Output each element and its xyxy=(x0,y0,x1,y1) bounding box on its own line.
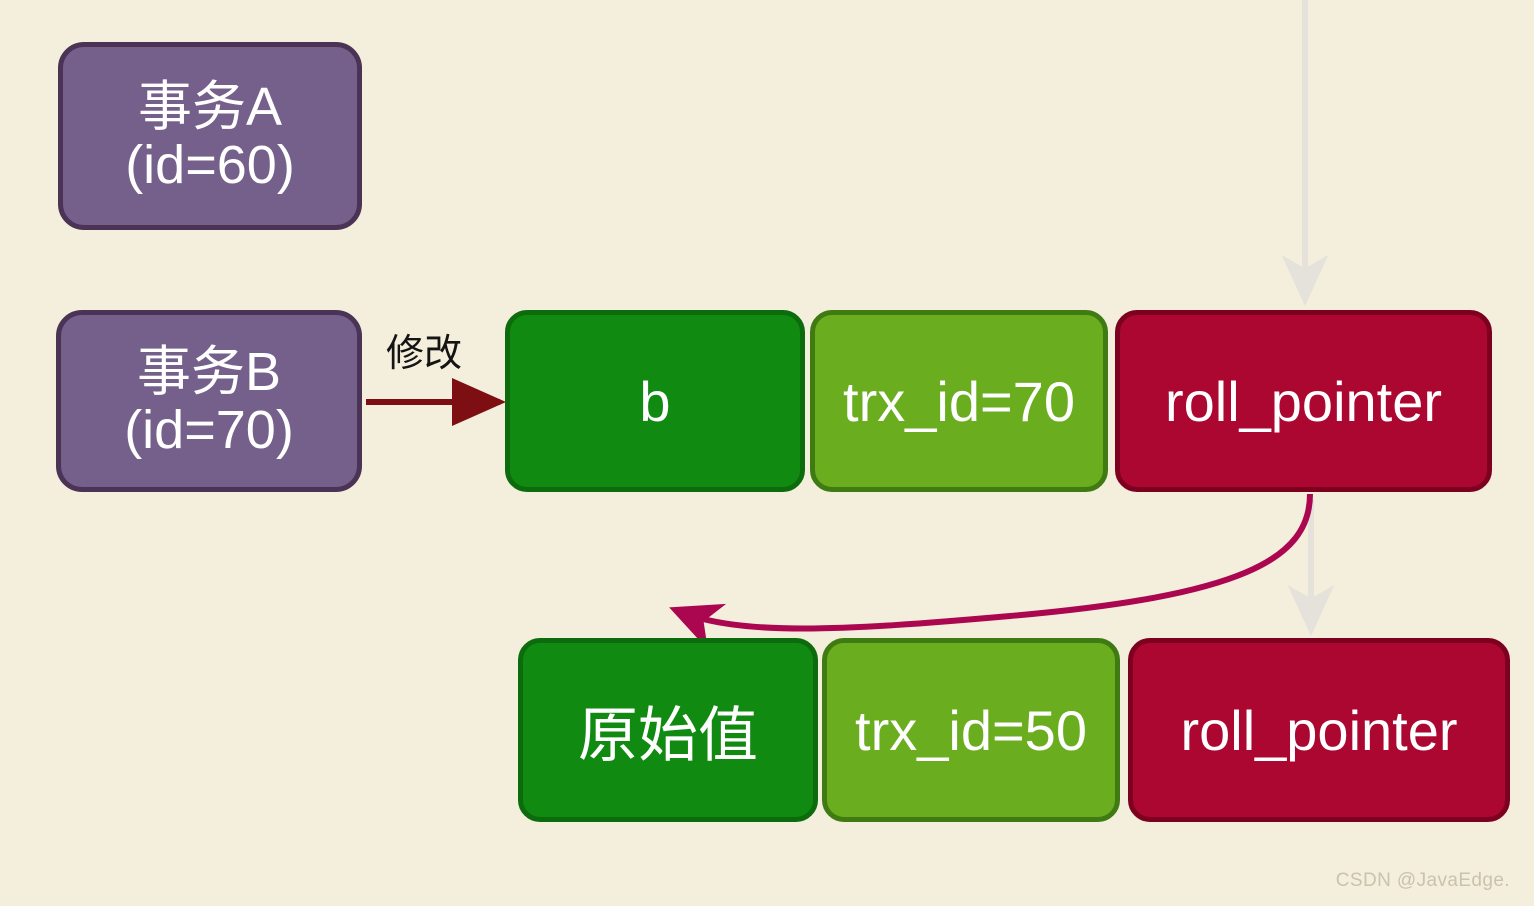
record-2-value: 原始值 xyxy=(518,638,818,822)
record-1-trx-id: trx_id=70 xyxy=(810,310,1108,492)
transaction-b-id: (id=70) xyxy=(124,400,294,460)
record-1-value: b xyxy=(505,310,805,492)
modify-edge-label: 修改 xyxy=(386,333,463,375)
transaction-b-name: 事务B xyxy=(136,341,282,402)
watermark: CSDN @JavaEdge. xyxy=(1335,870,1510,891)
transaction-a-box: 事务A (id=60) xyxy=(58,42,362,230)
roll-pointer-arrow xyxy=(669,493,1313,650)
transaction-a-name: 事务A xyxy=(137,76,283,137)
record-2-trx-id: trx_id=50 xyxy=(822,638,1120,822)
transaction-b-box: 事务B (id=70) xyxy=(56,310,362,492)
record-1-roll-pointer: roll_pointer xyxy=(1115,310,1492,492)
record-2-roll-pointer: roll_pointer xyxy=(1128,638,1510,822)
transaction-a-id: (id=60) xyxy=(125,135,295,195)
